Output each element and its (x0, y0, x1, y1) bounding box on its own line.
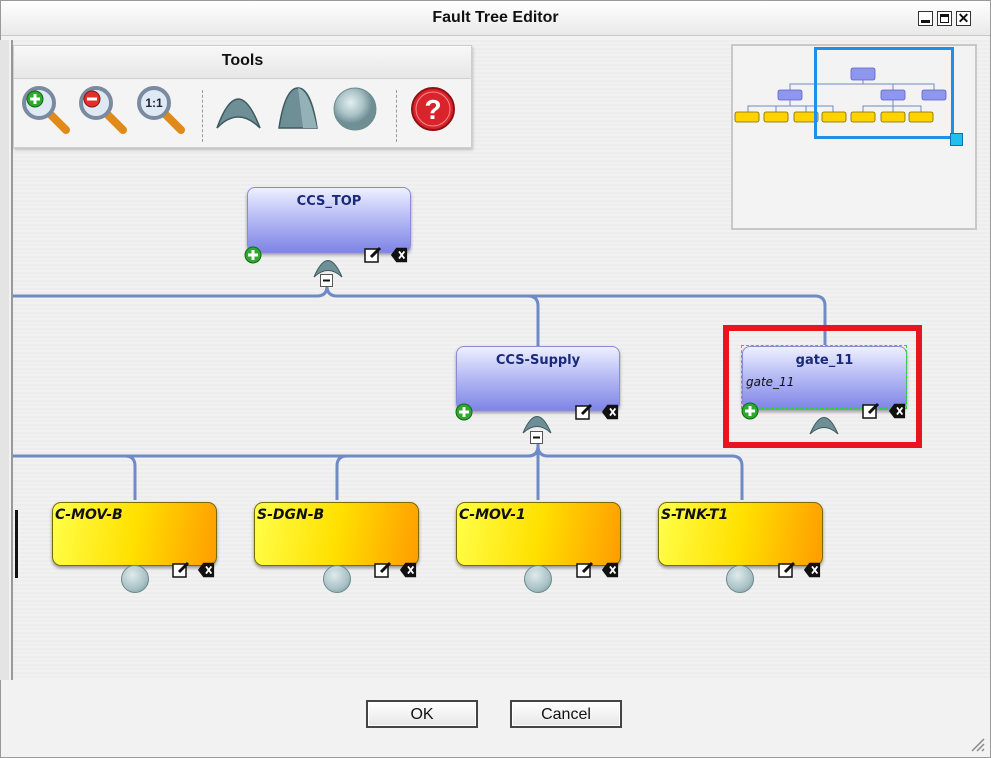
title-bar[interactable]: Fault Tree Editor ✕ (1, 1, 990, 36)
maximize-button[interactable] (937, 11, 952, 26)
basic-event-icon (121, 565, 149, 593)
or-gate-tool-icon[interactable] (214, 84, 264, 134)
basic-event-tool-icon[interactable] (330, 84, 380, 134)
link-supply-left (13, 442, 540, 458)
delete-icon[interactable] (197, 561, 215, 579)
edit-icon[interactable] (575, 403, 593, 421)
gate-gate-11[interactable]: gate_11 gate_11 (742, 346, 907, 410)
gate-ccs-supply[interactable]: CCS-Supply (456, 346, 620, 411)
collapse-icon[interactable] (320, 274, 333, 287)
window-title: Fault Tree Editor (432, 9, 559, 26)
tree-links (13, 281, 827, 500)
basic-event-icon (524, 565, 552, 593)
help-icon[interactable]: ? (408, 84, 458, 134)
event-title: S-TNK-T1 (661, 507, 729, 523)
tools-separator (202, 90, 203, 142)
collapse-icon[interactable] (530, 431, 543, 444)
delete-icon[interactable] (601, 561, 619, 579)
link-top-supply (325, 285, 540, 346)
gate-title: CCS_TOP (296, 194, 362, 209)
offscreen-event-edge (11, 510, 18, 578)
event-s-tnk-t1[interactable]: S-TNK-T1 (658, 502, 823, 566)
zoom-out-icon[interactable] (77, 84, 127, 134)
selection-highlight (723, 325, 922, 448)
or-gate-icon (522, 416, 552, 434)
edit-icon[interactable] (172, 561, 190, 579)
event-title: S-DGN-B (257, 507, 325, 523)
resize-grip-icon[interactable] (969, 736, 985, 752)
edit-icon[interactable] (374, 561, 392, 579)
ok-button[interactable]: OK (366, 700, 478, 728)
event-s-dgn-b[interactable]: S-DGN-B (254, 502, 419, 566)
delete-icon[interactable] (601, 403, 619, 421)
tools-separator (396, 90, 397, 142)
link-top-gate11 (528, 294, 827, 345)
basic-event-icon (726, 565, 754, 593)
edit-icon[interactable] (576, 561, 594, 579)
event-c-mov-b[interactable]: C-MOV-B (52, 502, 217, 566)
close-button[interactable]: ✕ (956, 10, 971, 26)
edit-icon[interactable] (364, 246, 382, 264)
edit-icon[interactable] (778, 561, 796, 579)
event-c-mov-1[interactable]: C-MOV-1 (456, 502, 621, 566)
event-title: C-MOV-B (55, 507, 123, 523)
gate-ccs-top[interactable]: CCS_TOP (247, 187, 411, 253)
gate-title: gate_11 (795, 353, 854, 368)
selection-outline (741, 345, 907, 409)
zoom-in-icon[interactable] (20, 84, 70, 134)
cancel-button[interactable]: Cancel (510, 700, 622, 728)
event-title: C-MOV-1 (459, 507, 526, 523)
gate-description: gate_11 (746, 375, 795, 389)
basic-event-icon (323, 565, 351, 593)
link-to-stnkt1 (536, 445, 744, 500)
delete-icon[interactable] (803, 561, 821, 579)
tools-header: Tools (14, 46, 471, 79)
link-to-sdgnb (335, 445, 540, 500)
add-child-icon[interactable] (741, 402, 759, 420)
minimap-tree (734, 67, 947, 123)
delete-icon[interactable] (390, 246, 408, 264)
delete-icon[interactable] (888, 402, 906, 420)
zoom-reset-icon[interactable]: 1:1 (135, 84, 185, 134)
add-child-icon[interactable] (244, 246, 262, 264)
or-gate-icon (313, 260, 343, 278)
and-gate-tool-icon[interactable] (273, 84, 323, 134)
link-to-cmovb (124, 454, 137, 500)
or-gate-icon (809, 417, 839, 435)
left-scrollbar[interactable] (0, 40, 9, 680)
link-top-left (13, 281, 329, 298)
minimize-button[interactable] (918, 11, 933, 26)
add-child-icon[interactable] (455, 403, 473, 421)
gate-title: CCS-Supply (495, 353, 581, 368)
help-label: ? (424, 94, 441, 125)
minimap-resize-handle[interactable] (950, 133, 963, 146)
minimap-viewport[interactable] (814, 47, 954, 139)
edit-icon[interactable] (862, 402, 880, 420)
delete-icon[interactable] (399, 561, 417, 579)
tools-palette: Tools 1:1 ? (13, 45, 472, 148)
zoom-reset-label: 1:1 (145, 96, 163, 110)
